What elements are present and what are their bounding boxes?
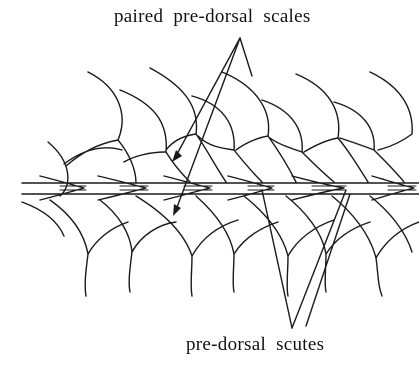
upper-scale <box>236 136 268 150</box>
lower-scale <box>196 196 234 292</box>
lower-scale <box>234 222 278 254</box>
upper-scale <box>370 72 412 134</box>
pointer-scute-c <box>306 194 350 326</box>
upper-scale <box>120 90 190 182</box>
lower-scale <box>326 222 370 254</box>
upper-scale <box>88 72 136 183</box>
arrowhead <box>173 204 181 216</box>
pointer-top-scale-upper <box>176 38 240 156</box>
arrowhead <box>172 150 182 162</box>
upper-scale <box>48 142 68 196</box>
pointer-scute-b <box>292 190 346 328</box>
upper-scale <box>334 102 404 182</box>
lower-scale <box>286 196 326 292</box>
upper-scale <box>64 148 122 164</box>
scute <box>292 176 344 200</box>
scute <box>98 176 146 200</box>
upper-scale <box>66 140 118 166</box>
upper-scale <box>378 134 412 150</box>
scute <box>372 176 414 200</box>
lower-scale <box>332 196 382 296</box>
scute <box>40 176 84 200</box>
upper-scale <box>304 138 338 152</box>
lower-scale <box>50 200 88 296</box>
lower-scale <box>88 222 128 254</box>
lower-scale <box>192 220 238 256</box>
lower-scale <box>100 200 132 292</box>
pointer-top-branch <box>240 38 252 76</box>
upper-scale <box>296 74 368 182</box>
lower-scale <box>136 196 192 296</box>
upper-scale <box>222 72 296 182</box>
lower-scale <box>132 222 176 252</box>
lower-scale <box>370 196 412 252</box>
upper-scale <box>262 100 334 182</box>
lower-scale-row <box>22 196 419 296</box>
lower-scale <box>376 222 419 258</box>
pre-dorsal-scutes <box>40 176 416 200</box>
scute <box>228 176 272 200</box>
lower-scale <box>22 202 64 236</box>
